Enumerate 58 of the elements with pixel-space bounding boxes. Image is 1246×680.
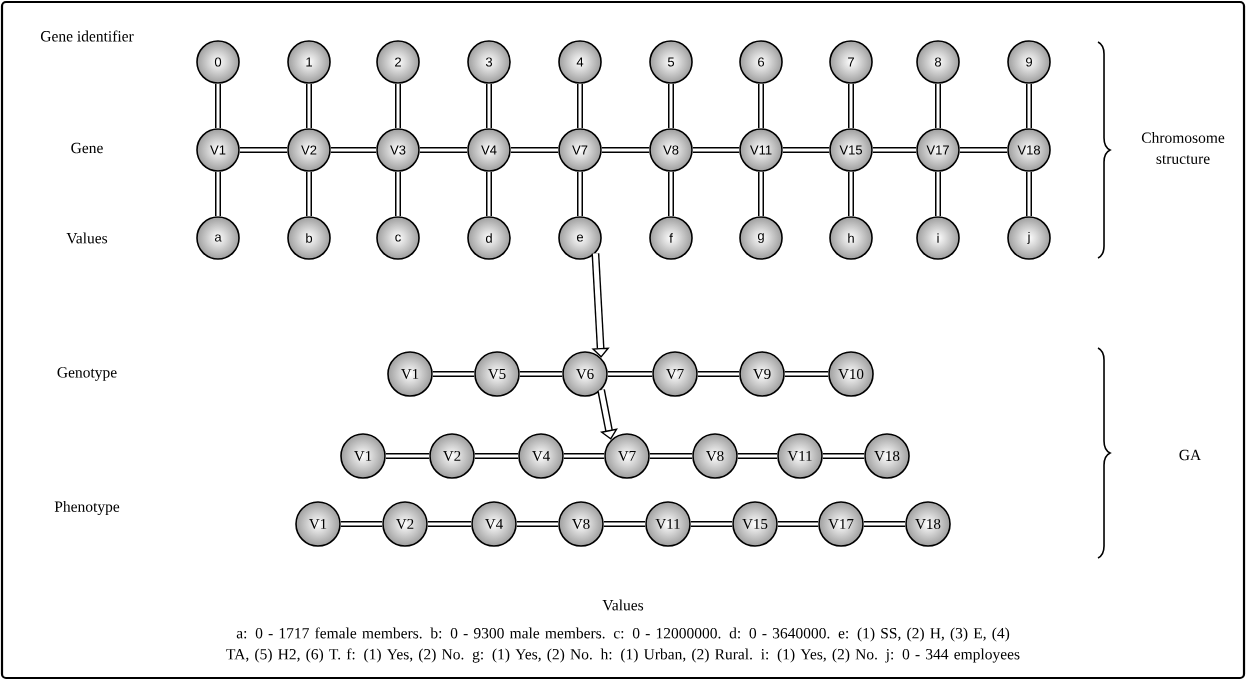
double-line bbox=[690, 521, 733, 527]
double-line bbox=[959, 147, 1008, 153]
double-line bbox=[340, 521, 383, 527]
row-label: Phenotype bbox=[54, 500, 120, 516]
double-line bbox=[239, 147, 288, 153]
double-line bbox=[649, 453, 693, 459]
double-line bbox=[474, 453, 519, 459]
double-line bbox=[510, 147, 559, 153]
double-line bbox=[935, 83, 941, 129]
double-line bbox=[306, 83, 312, 129]
double-line bbox=[848, 171, 854, 217]
double-line bbox=[935, 171, 941, 217]
brace-label: Chromosome structure bbox=[1141, 132, 1225, 164]
hollow-arrow bbox=[591, 253, 610, 358]
double-line bbox=[697, 371, 740, 377]
double-line bbox=[1026, 171, 1032, 217]
double-line bbox=[863, 521, 906, 527]
double-line bbox=[385, 453, 430, 459]
double-line bbox=[486, 171, 492, 217]
row-label: Gene identifier bbox=[40, 30, 134, 42]
double-line bbox=[427, 521, 472, 527]
double-line bbox=[395, 171, 401, 217]
row-label: Genotype bbox=[57, 367, 117, 381]
double-line bbox=[330, 147, 377, 153]
double-line bbox=[306, 171, 312, 217]
double-line bbox=[519, 371, 563, 377]
double-line bbox=[577, 83, 583, 129]
section-heading: Values bbox=[602, 599, 644, 611]
double-line bbox=[577, 171, 583, 217]
double-line bbox=[601, 147, 650, 153]
double-line bbox=[516, 521, 559, 527]
double-line bbox=[872, 147, 917, 153]
double-line bbox=[777, 521, 819, 527]
values-note: a: 0 - 1717 female members. b: 0 - 9300 male members. c: 0 - 12000000. d: 0 - 3640000. e: (1) SS, (2) H, (3) E, (4) TA, (5) H2, (6) T. f: (1) Yes, (2) No. g: (1) Yes, (2) No. h: (1) Urban, (2) Rural. i: (1) Yes, (2) No. j: 0 - 344 employees bbox=[226, 627, 1020, 663]
double-line bbox=[782, 147, 830, 153]
double-line bbox=[1026, 83, 1032, 129]
double-line bbox=[486, 83, 492, 129]
double-line bbox=[692, 147, 740, 153]
double-line bbox=[758, 83, 764, 129]
double-line bbox=[607, 371, 653, 377]
row-label: Values bbox=[66, 232, 108, 244]
brace-label: GA bbox=[1179, 449, 1202, 461]
double-line bbox=[215, 83, 221, 129]
double-line bbox=[419, 147, 468, 153]
double-line bbox=[215, 171, 221, 217]
double-line bbox=[737, 453, 778, 459]
double-line bbox=[395, 83, 401, 129]
double-line bbox=[432, 371, 475, 377]
double-line bbox=[563, 453, 605, 459]
double-line bbox=[603, 521, 646, 527]
double-line bbox=[784, 371, 829, 377]
double-line bbox=[668, 171, 674, 217]
double-line bbox=[758, 171, 764, 217]
double-line bbox=[668, 83, 674, 129]
double-line bbox=[848, 83, 854, 129]
double-line bbox=[822, 453, 865, 459]
row-label: Gene bbox=[71, 142, 103, 154]
hollow-arrow bbox=[597, 389, 618, 440]
